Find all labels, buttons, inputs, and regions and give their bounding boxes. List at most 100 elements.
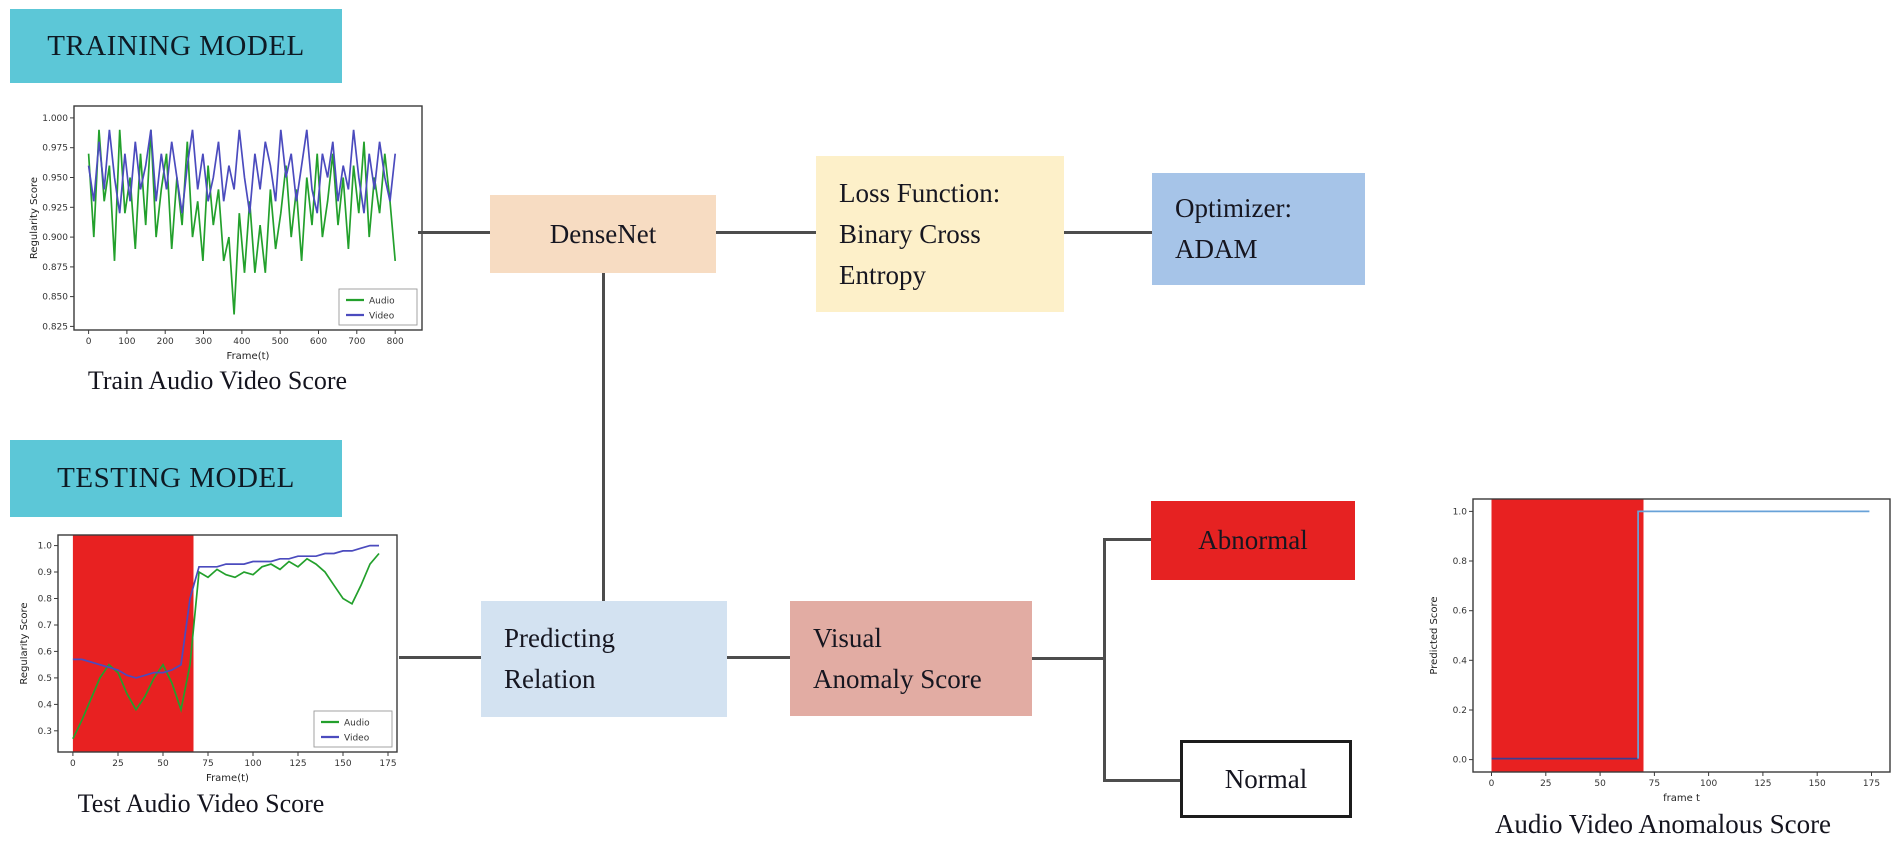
- svg-text:0.875: 0.875: [42, 263, 68, 273]
- svg-text:Audio: Audio: [344, 719, 370, 729]
- series-1: [72, 544, 379, 679]
- svg-text:75: 75: [202, 759, 213, 769]
- svg-text:125: 125: [1754, 779, 1771, 789]
- svg-text:0.6: 0.6: [1453, 607, 1468, 617]
- normal-node: Normal: [1180, 740, 1352, 818]
- visual-anomaly-score-node: Visual Anomaly Score: [790, 601, 1032, 716]
- visual-line-2: Anomaly Score: [813, 663, 982, 694]
- series-0: [72, 552, 380, 740]
- testing-model-header: TESTING MODEL: [10, 440, 342, 517]
- anomalous-chart-caption: Audio Video Anomalous Score: [1494, 809, 1832, 839]
- svg-text:300: 300: [195, 337, 212, 347]
- training-model-header: TRAINING MODEL: [10, 9, 342, 83]
- svg-text:150: 150: [1809, 779, 1826, 789]
- predicting-relation-node: Predicting Relation: [481, 601, 727, 717]
- svg-text:0.950: 0.950: [42, 174, 68, 184]
- svg-text:25: 25: [112, 759, 123, 769]
- svg-text:0.9: 0.9: [38, 568, 53, 578]
- predicting-line-1: Predicting: [504, 623, 615, 653]
- svg-text:0.2: 0.2: [1453, 706, 1467, 716]
- svg-text:Predicted Score: Predicted Score: [1429, 596, 1440, 674]
- loss-line-1: Loss Function:: [839, 177, 1001, 208]
- anomaly-region: [1491, 499, 1644, 772]
- svg-text:100: 100: [244, 759, 261, 769]
- svg-text:Frame(t): Frame(t): [206, 773, 249, 784]
- svg-text:0: 0: [70, 759, 76, 769]
- optimizer-line-1: Optimizer:: [1175, 193, 1292, 223]
- normal-label: Normal: [1224, 763, 1308, 794]
- abnormal-label: Abnormal: [1198, 525, 1308, 555]
- series-1: [87, 129, 397, 214]
- training-model-label: TRAINING MODEL: [47, 29, 305, 62]
- connector-junction-normal: [1103, 779, 1180, 782]
- anomaly-region: [72, 535, 194, 752]
- loss-line-3: Entropy: [839, 259, 926, 290]
- svg-text:50: 50: [1594, 779, 1606, 789]
- svg-text:75: 75: [1649, 779, 1660, 789]
- svg-text:0.0: 0.0: [1453, 756, 1468, 766]
- connector-junction-abnormal: [1103, 538, 1151, 541]
- svg-text:Video: Video: [344, 734, 370, 744]
- svg-text:0.8: 0.8: [1453, 557, 1468, 567]
- svg-text:200: 200: [157, 337, 174, 347]
- connector-visual-junction: [1032, 657, 1103, 660]
- connector-densenet-loss: [716, 231, 816, 234]
- svg-text:1.0: 1.0: [38, 542, 53, 552]
- svg-text:0: 0: [1489, 779, 1495, 789]
- svg-text:1.0: 1.0: [1453, 507, 1468, 517]
- svg-text:0.8: 0.8: [38, 595, 53, 605]
- svg-text:50: 50: [157, 759, 169, 769]
- loss-function-node: Loss Function: Binary Cross Entropy: [816, 156, 1064, 312]
- svg-text:Frame(t): Frame(t): [227, 351, 270, 362]
- svg-text:0.3: 0.3: [38, 727, 52, 737]
- svg-text:Video: Video: [369, 312, 395, 322]
- series-0: [87, 129, 397, 315]
- svg-text:0.825: 0.825: [42, 322, 68, 332]
- plot-frame: [1472, 498, 1891, 773]
- svg-text:1.000: 1.000: [42, 114, 68, 124]
- loss-line-2: Binary Cross: [839, 218, 981, 249]
- testing-model-label: TESTING MODEL: [57, 462, 295, 494]
- plot-frame: [73, 105, 423, 331]
- svg-text:150: 150: [334, 759, 351, 769]
- connector-testchart-predicting: [399, 656, 481, 659]
- svg-text:25: 25: [1540, 779, 1551, 789]
- densenet-label: DenseNet: [549, 218, 657, 249]
- svg-text:0.4: 0.4: [38, 700, 53, 710]
- svg-text:0: 0: [86, 337, 92, 347]
- svg-text:700: 700: [348, 337, 365, 347]
- optimizer-node: Optimizer: ADAM: [1152, 173, 1365, 285]
- svg-text:800: 800: [387, 337, 404, 347]
- svg-text:175: 175: [1863, 779, 1880, 789]
- connector-densenet-predicting: [602, 273, 605, 601]
- densenet-node: DenseNet: [490, 195, 716, 273]
- connector-trainchart-densenet: [418, 231, 490, 234]
- legend-box: [313, 710, 393, 748]
- train-chart-caption: Train Audio Video Score: [87, 366, 348, 395]
- plot-frame: [57, 534, 398, 753]
- svg-text:500: 500: [272, 337, 289, 347]
- svg-text:400: 400: [233, 337, 250, 347]
- connector-junction-vertical: [1103, 538, 1106, 782]
- svg-text:0.4: 0.4: [1453, 656, 1468, 666]
- series-1: [1637, 510, 1870, 759]
- svg-text:Regularity Score: Regularity Score: [29, 177, 40, 259]
- svg-text:frame t: frame t: [1663, 793, 1700, 804]
- legend-box: [338, 288, 418, 326]
- svg-text:100: 100: [118, 337, 135, 347]
- svg-text:175: 175: [379, 759, 396, 769]
- svg-text:0.925: 0.925: [42, 203, 68, 213]
- abnormal-node: Abnormal: [1151, 501, 1355, 580]
- connector-loss-optimizer: [1064, 231, 1152, 234]
- svg-text:0.900: 0.900: [42, 233, 68, 243]
- svg-text:Regularity Score: Regularity Score: [20, 602, 30, 684]
- svg-text:0.5: 0.5: [38, 674, 52, 684]
- svg-text:Audio: Audio: [369, 297, 395, 307]
